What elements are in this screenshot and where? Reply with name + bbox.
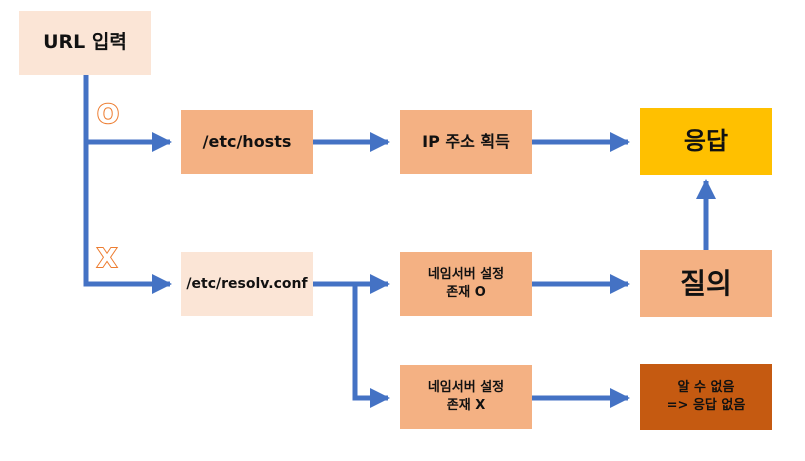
unknown-label-line2: => 응답 없음	[666, 398, 746, 413]
query-node: 질의	[640, 250, 772, 317]
ns-o-label-line2: 존재 O	[446, 285, 486, 300]
unknown-node: 알 수 없음 => 응답 없음	[640, 364, 772, 430]
ns-o-label-line1: 네임서버 설정	[427, 267, 505, 283]
ns-x-node: 네임서버 설정 존재 X	[400, 365, 532, 429]
branch-label-yes: O	[96, 99, 120, 131]
resolv-label: /etc/resolv.conf	[186, 275, 308, 292]
ns-x-label-line2: 존재 X	[446, 398, 486, 413]
ip-node: IP 주소 획득	[400, 110, 532, 174]
response-node: 응답	[640, 108, 772, 175]
branch-label-no: X	[96, 243, 118, 275]
hosts-label: /etc/hosts	[202, 132, 292, 152]
ip-label: IP 주소 획득	[422, 132, 510, 152]
url-input-label: URL 입력	[43, 31, 127, 54]
arrow-resolv-to-ns-x	[352, 284, 390, 408]
unknown-label-line1: 알 수 없음	[677, 380, 735, 396]
arrow-to-resolv	[83, 142, 172, 294]
resolv-node: /etc/resolv.conf	[181, 252, 313, 316]
hosts-node: /etc/hosts	[181, 110, 313, 174]
ns-x-label-line1: 네임서버 설정	[427, 380, 505, 396]
url-input-node: URL 입력	[19, 11, 151, 75]
query-label: 질의	[680, 266, 732, 300]
ns-o-node: 네임서버 설정 존재 O	[400, 252, 532, 316]
response-label: 응답	[683, 127, 729, 156]
